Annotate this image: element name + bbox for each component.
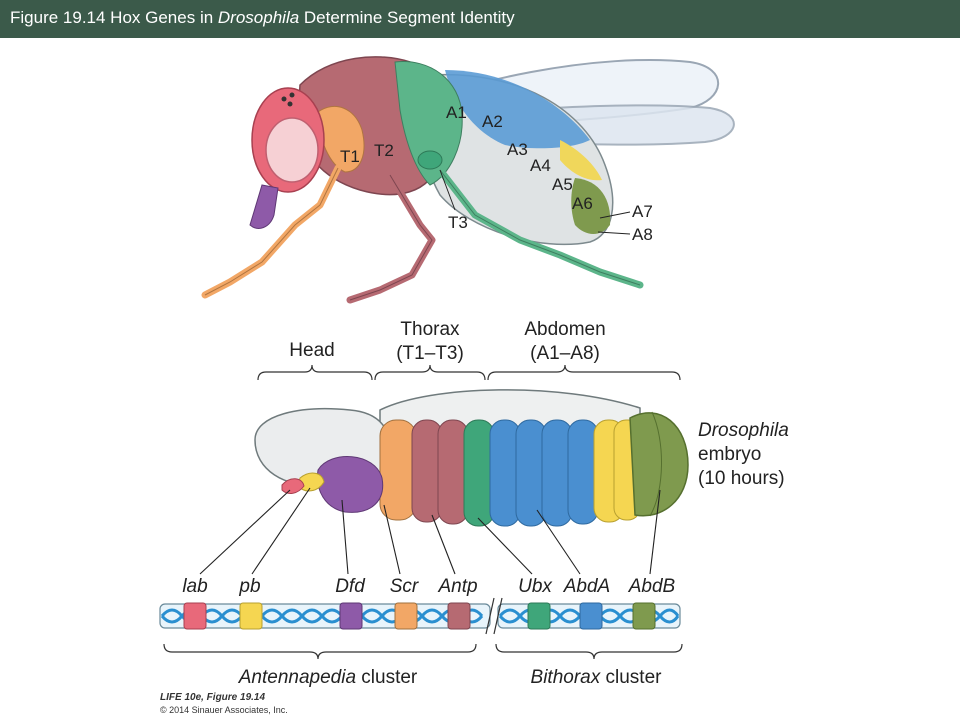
head-bracket	[257, 364, 373, 381]
label-a8: A8	[632, 225, 653, 244]
antennapedia-rest: cluster	[356, 667, 418, 688]
embryo-seg-scr	[379, 419, 417, 521]
label-a4: A4	[530, 156, 551, 175]
fly-eye	[265, 117, 319, 183]
gene-label-pb: pb	[238, 576, 260, 597]
fly-ocellus	[281, 96, 287, 102]
bithorax-cluster-label: Bithorax cluster	[531, 667, 663, 688]
gene-label-antp: Antp	[437, 576, 477, 597]
label-thorax-range: (T1–T3)	[396, 343, 464, 364]
credit-line-1: LIFE 10e, Figure 19.14	[160, 692, 266, 703]
title-prefix: Figure 19.14 Hox Genes in	[10, 8, 218, 27]
label-t2: T2	[374, 141, 394, 160]
gene-leaders	[199, 487, 661, 575]
region-labels: Head Thorax (T1–T3) Abdomen (A1–A8)	[257, 319, 681, 381]
gene-block-pb	[239, 602, 263, 630]
embryo-seg-abdb	[629, 412, 689, 517]
embryo-seg-dfd	[316, 456, 384, 513]
label-thorax: Thorax	[400, 319, 460, 340]
chromosome	[159, 597, 681, 635]
gene-block-lab	[183, 602, 207, 630]
leader-pb	[251, 487, 311, 575]
label-a7: A7	[632, 202, 653, 221]
label-a5: A5	[552, 175, 573, 194]
label-t1: T1	[340, 147, 360, 166]
embryo: Drosophila embryo (10 hours)	[254, 389, 789, 527]
fly-leg-t2-outline	[349, 174, 433, 301]
hox-figure: T1 T2 T3 A1 A2 A3 A4 A5 A6 A7 A8 Head Th…	[159, 56, 789, 688]
leader-dfd	[341, 499, 349, 575]
gene-block-antp	[447, 602, 471, 630]
gene-block-ubx	[527, 602, 551, 630]
embryo-dorsal-membrane	[379, 389, 641, 431]
gene-labels: lab pb Dfd Scr Antp Ubx AbdA AbdB	[182, 576, 675, 597]
antennapedia-bracket	[163, 643, 477, 660]
fly-abdomen-a5	[560, 140, 602, 181]
leader-lab	[199, 489, 291, 575]
title-italic: Drosophila	[217, 8, 300, 27]
leader-ubx	[477, 517, 533, 575]
fly-mouthparts	[249, 184, 279, 229]
credit: LIFE 10e, Figure 19.14 © 2014 Sinauer As…	[160, 692, 288, 716]
embryo-seg-lab	[281, 478, 305, 494]
title-suffix: Determine Segment Identity	[299, 8, 515, 27]
bithorax-bracket	[495, 643, 683, 660]
embryo-seg-pb	[297, 472, 325, 492]
bithorax-italic: Bithorax	[531, 667, 602, 688]
fly-abdomen-a6a8	[571, 178, 611, 235]
title-bar: Figure 19.14 Hox Genes in Drosophila Det…	[0, 0, 960, 38]
fly-ocellus	[287, 101, 293, 107]
chromosome-break	[485, 597, 495, 635]
a8-leader	[597, 231, 631, 235]
label-abdomen-range: (A1–A8)	[530, 343, 600, 364]
leader-scr	[383, 504, 401, 575]
embryo-abdb-stripe	[649, 411, 662, 517]
thorax-bracket	[374, 364, 486, 381]
antennapedia-cluster-label: Antennapedia cluster	[238, 667, 418, 688]
gene-label-abda: AbdA	[563, 576, 610, 597]
fly-ocellus	[289, 92, 295, 98]
fly-t1-segment	[317, 105, 365, 173]
gene-block-abda	[579, 602, 603, 630]
a7-leader	[599, 211, 631, 219]
gene-label-scr: Scr	[390, 576, 419, 597]
label-a1: A1	[446, 103, 467, 122]
fly-thorax-green	[394, 61, 463, 186]
abdomen-bracket	[487, 364, 681, 381]
label-a3: A3	[507, 140, 528, 159]
credit-line-2: © 2014 Sinauer Associates, Inc.	[160, 705, 288, 715]
fly-haltere	[417, 150, 443, 170]
label-a6: A6	[572, 194, 593, 213]
leader-abdb	[649, 489, 661, 575]
gene-block-scr	[394, 602, 418, 630]
label-head: Head	[289, 340, 334, 361]
chromosome-break	[493, 597, 503, 635]
label-a2: A2	[482, 112, 503, 131]
gene-label-abdb: AbdB	[628, 576, 676, 597]
antennapedia-italic: Antennapedia	[238, 667, 356, 688]
fly-leg-t3-outline	[439, 169, 641, 286]
leader-antp	[431, 514, 456, 575]
bithorax-rest: cluster	[600, 667, 662, 688]
gene-label-ubx: Ubx	[518, 576, 553, 597]
fly-abdomen-a1a4	[445, 70, 590, 149]
embryo-label-stage: embryo	[698, 444, 761, 465]
cluster-brackets: Antennapedia cluster Bithorax cluster	[163, 643, 683, 688]
label-t3: T3	[448, 213, 468, 232]
label-abdomen: Abdomen	[524, 319, 605, 340]
gene-block-dfd	[339, 602, 363, 630]
gene-label-lab: lab	[182, 576, 207, 597]
t3-leader	[439, 169, 456, 211]
gene-label-dfd: Dfd	[335, 576, 366, 597]
adult-fly: T1 T2 T3 A1 A2 A3 A4 A5 A6 A7 A8	[201, 56, 735, 304]
fly-leg-t1-outline	[204, 167, 339, 296]
figure-title: Figure 19.14 Hox Genes in Drosophila Det…	[10, 8, 515, 28]
dna-helix-strand-b	[160, 608, 484, 624]
gene-block-abdb	[632, 602, 656, 630]
embryo-label-age: (10 hours)	[698, 468, 785, 489]
embryo-label-species: Drosophila	[698, 420, 789, 441]
leader-abda	[536, 509, 581, 575]
